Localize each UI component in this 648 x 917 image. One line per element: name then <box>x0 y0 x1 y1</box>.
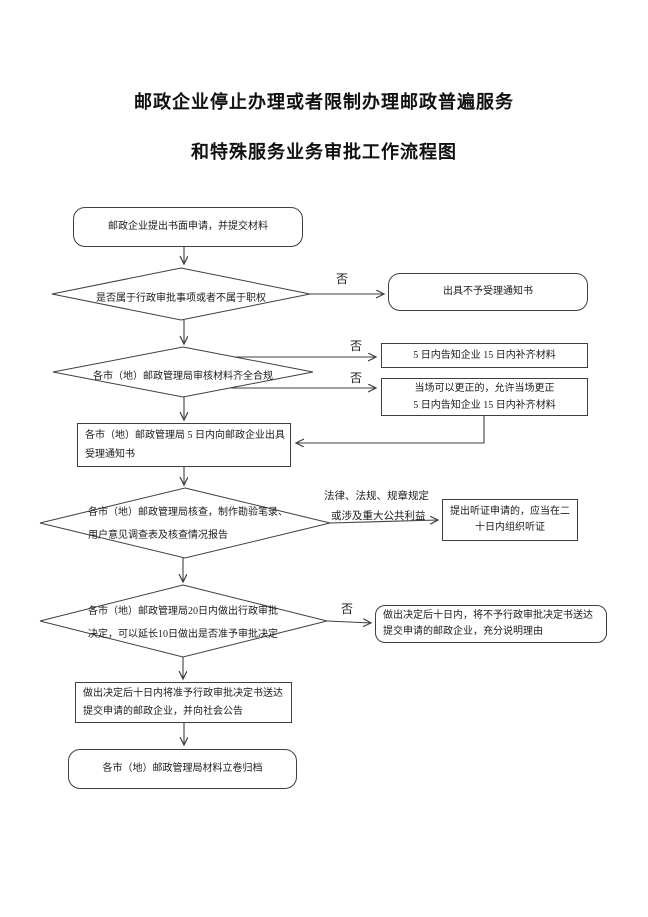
hearing-node: 提出听证申请的，应当在二 十日内组织听证 <box>442 499 578 541</box>
decision-inspect-line2: 用户意见调查表及核查情况报告 <box>88 530 228 541</box>
decision-approve-text: 各市（地）邮政管理局20日内做出行政审批 决定，可以延长10日做出是否准予审批决… <box>88 600 278 646</box>
edge-label-no-scope: 否 <box>335 272 348 286</box>
apply-node: 邮政企业提出书面申请，并提交材料 <box>73 207 303 247</box>
apply-node-text: 邮政企业提出书面申请，并提交材料 <box>108 221 268 232</box>
page-title-line1: 邮政企业停止办理或者限制办理邮政普遍服务 <box>134 92 514 112</box>
edge-label-no-correctable: 否 <box>349 371 362 385</box>
decision-approve-line1: 各市（地）邮政管理局20日内做出行政审批 <box>88 606 278 617</box>
hearing-condition-line2: 或涉及重大公共利益 <box>331 511 426 522</box>
onsite-correct-node: 当场可以更正的，允许当场更正 5 日内告知企业 15 日内补齐材料 <box>381 378 588 416</box>
arrow-inspect-to-hearing <box>329 520 438 523</box>
accept-notice-line1: 各市（地）邮政管理局 5 日内向邮政企业出具 <box>85 430 285 441</box>
decision-approve-line2: 决定，可以延长10日做出是否准予审批决定 <box>88 629 278 640</box>
decision-scope-diamond <box>51 267 311 321</box>
onsite-correct-line2: 5 日内告知企业 15 日内补齐材料 <box>413 400 556 411</box>
reject-notice-text: 出具不予受理通知书 <box>443 286 533 297</box>
hearing-condition-line1: 法律、法规、规章规定 <box>324 491 429 502</box>
reject-notice-node: 出具不予受理通知书 <box>388 273 588 311</box>
hearing-line1: 提出听证申请的，应当在二 <box>450 505 570 517</box>
approve-deliver-line2: 提交申请的邮政企业，并向社会公告 <box>83 705 243 717</box>
onsite-correct-line1: 当场可以更正的，允许当场更正 <box>414 383 555 394</box>
deny-deliver-node: 做出决定后十日内，将不予行政审批决定书送达 提交申请的邮政企业，充分说明理由 <box>375 605 607 643</box>
decision-inspect-text: 各市（地）邮政管理局核查，制作勘验笔录、 用户意见调查表及核查情况报告 <box>88 501 288 547</box>
supplement-node: 5 日内告知企业 15 日内补齐材料 <box>381 343 588 368</box>
edge-label-no-approve: 否 <box>340 602 353 616</box>
archive-node: 各市（地）邮政管理局材料立卷归档 <box>68 749 297 789</box>
arrow-correct-to-accept <box>296 416 485 443</box>
deny-deliver-line2: 提交申请的邮政企业，充分说明理由 <box>383 626 543 637</box>
decision-materials-diamond <box>52 346 314 398</box>
decision-materials-text: 各市（地）邮政管理局审核材料齐全合规 <box>93 371 273 382</box>
approve-deliver-node: 做出决定后十日内将准予行政审批决定书送达 提交申请的邮政企业，并向社会公告 <box>75 682 292 723</box>
accept-notice-node: 各市（地）邮政管理局 5 日内向邮政企业出具 受理通知书 <box>77 423 291 467</box>
arrow-approve-no-to-deny <box>326 621 371 623</box>
deny-deliver-line1: 做出决定后十日内，将不予行政审批决定书送达 <box>383 610 593 621</box>
page-title-line2: 和特殊服务业务审批工作流程图 <box>191 142 457 162</box>
archive-text: 各市（地）邮政管理局材料立卷归档 <box>102 763 263 774</box>
decision-inspect-diamond <box>39 487 331 559</box>
supplement-text: 5 日内告知企业 15 日内补齐材料 <box>413 349 556 361</box>
approve-deliver-line1: 做出决定后十日内将准予行政审批决定书送达 <box>83 687 283 699</box>
accept-notice-line2: 受理通知书 <box>85 449 135 460</box>
decision-inspect-line1: 各市（地）邮政管理局核查，制作勘验笔录、 <box>88 507 288 518</box>
hearing-line2: 十日内组织听证 <box>475 522 545 533</box>
decision-scope-text: 是否属于行政审批事项或者不属于职权 <box>96 293 266 304</box>
edge-label-no-incomplete: 否 <box>349 339 362 353</box>
